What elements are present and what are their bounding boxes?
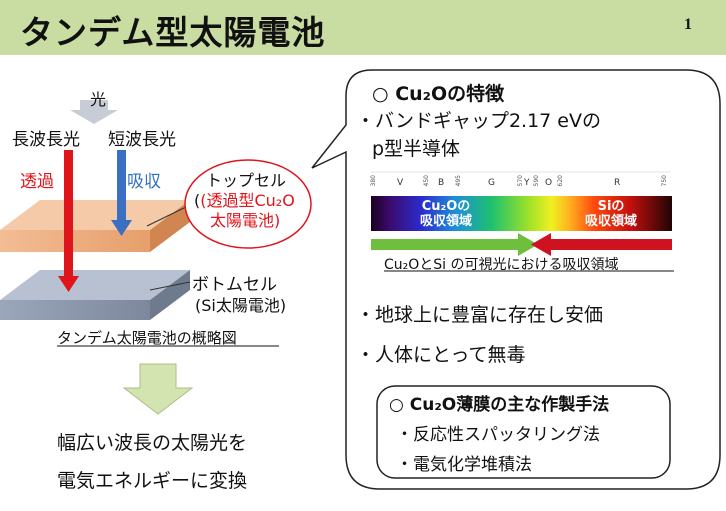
bottom-cell (0, 270, 190, 320)
bottom-cell-label-1: ボトムセル (192, 275, 277, 295)
cu2o-region-label: Cu₂Oの 吸収領域 (406, 199, 486, 229)
red-arrow (58, 150, 79, 292)
cu2o-region-line-1: Cu₂Oの (421, 199, 471, 214)
result-arrow (122, 363, 194, 415)
absorb-label: 吸収 (127, 172, 161, 192)
bullet-nontoxic: ・人体にとって無毒 (356, 344, 526, 366)
slide-title: タンデム型太陽電池 (20, 13, 326, 52)
top-cell-label-2: ((透過型Cu₂O (194, 192, 295, 210)
top-cell (0, 200, 190, 252)
method-box (376, 385, 671, 479)
top-cell-callout (184, 159, 312, 249)
spectrum-tick-495: 495 (455, 175, 462, 187)
spectrum-letter-g: G (488, 178, 495, 188)
transmit-label: 透過 (20, 172, 54, 192)
result-line-1: 幅広い波長の太陽光を (57, 432, 248, 454)
page-number: 1 (684, 16, 692, 33)
blue-arrow (111, 150, 132, 236)
result-line-2: 電気エネルギーに変換 (57, 470, 248, 492)
top-cell-label-1: トップセル (206, 171, 287, 190)
spectrum-tick-590: 590 (533, 175, 540, 187)
si-region-label: Siの 吸収領域 (571, 199, 651, 229)
feature-panel (311, 69, 721, 490)
cu2o-region-line-2: 吸収領域 (419, 214, 472, 229)
spectrum-tick-620: 620 (557, 175, 564, 187)
spectrum-letter-v: V (397, 178, 404, 188)
spectrum-caption: Cu₂OとSi の可視光における吸収領域 (384, 257, 619, 273)
bullet-abundant: ・地球上に豊富に存在し安価 (356, 304, 604, 326)
bandgap-line-1: ・バンドギャップ2.17 eVの (356, 110, 601, 132)
light-label: 光 (90, 90, 107, 109)
spectrum-tick-380: 380 (370, 175, 377, 187)
method-electrodeposition: ・電気化学堆積法 (396, 455, 532, 475)
long-wave-label: 長波長光 (12, 130, 80, 150)
bandgap-line-2: p型半導体 (372, 138, 461, 160)
visible-spectrum (371, 196, 672, 231)
si-region-line-2: 吸収領域 (584, 214, 637, 229)
bottom-cell-label-2: (Si太陽電池) (195, 296, 287, 315)
light-arrow (70, 100, 118, 124)
spectrum-letter-b: B (438, 178, 445, 188)
diagram-caption: タンデム太陽電池の概略図 (57, 329, 237, 347)
short-wave-label: 短波長光 (108, 130, 176, 150)
top-cell-type: (透過型Cu₂O (200, 191, 295, 210)
spectrum-tick-570: 570 (517, 175, 524, 187)
spectrum-tick-750: 750 (661, 175, 668, 187)
top-cell-sub: 太陽電池) (210, 211, 281, 230)
top-cell-paren-open: ( (194, 191, 201, 210)
title-bar (0, 0, 726, 55)
spectrum-letter-o: O (545, 178, 553, 188)
method-heading: ○ Cu₂O薄膜の主な作製手法 (389, 395, 610, 415)
si-absorption-arrow (531, 233, 672, 256)
spectrum-letter-r: R (614, 178, 621, 188)
panel-heading: ○ Cu₂Oの特徴 (372, 83, 505, 105)
method-sputtering: ・反応性スパッタリング法 (396, 425, 600, 445)
spectrum-tick-450: 450 (423, 175, 430, 187)
spectrum-letter-y: Y (524, 178, 530, 188)
si-region-line-1: Siの (597, 199, 625, 214)
top-cell-label-3: 太陽電池) (210, 212, 280, 230)
cu2o-absorption-arrow (371, 233, 538, 256)
